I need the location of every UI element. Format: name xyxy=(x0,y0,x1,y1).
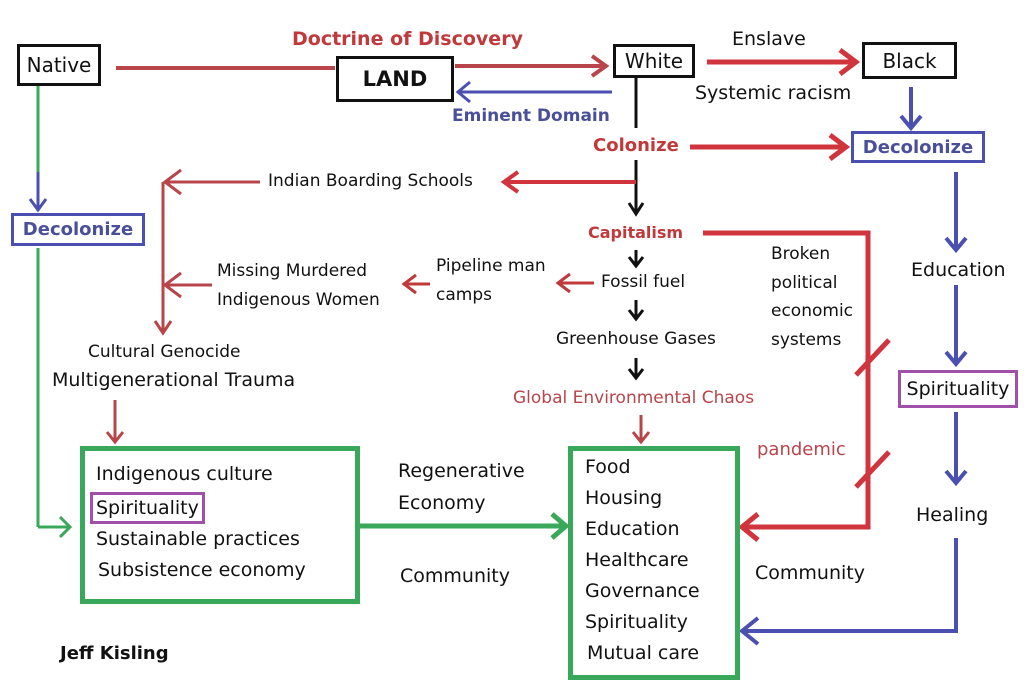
label-colonize: Colonize xyxy=(593,135,679,156)
right-box-item: Spirituality xyxy=(585,611,688,633)
right-blue-chain xyxy=(738,172,968,646)
node-white: White xyxy=(613,44,695,78)
label-mmiw-1: Missing Murdered xyxy=(217,261,368,281)
node-land-label: LAND xyxy=(362,67,428,91)
native-green-path xyxy=(36,86,73,539)
node-native-label: Native xyxy=(26,53,92,77)
white-spine xyxy=(627,78,645,381)
label-systemic-racism: Systemic racism xyxy=(695,82,852,104)
node-black-label: Black xyxy=(882,48,937,73)
label-regenerative-2: Economy xyxy=(398,492,486,514)
right-box-item: Education xyxy=(585,518,680,540)
doctrine-arrow xyxy=(116,54,610,78)
right-box xyxy=(568,446,740,680)
label-broken-2: political xyxy=(771,273,838,293)
left-box-item: Subsistence economy xyxy=(98,559,306,581)
right-box-item: Governance xyxy=(585,580,700,602)
label-pipeline-2: camps xyxy=(436,285,492,305)
node-decolonize-right-label: Decolonize xyxy=(862,136,974,158)
label-greenhouse: Greenhouse Gases xyxy=(556,329,716,349)
label-healing: Healing xyxy=(916,504,989,526)
node-land: LAND xyxy=(336,56,454,102)
left-box xyxy=(80,446,360,604)
label-chaos: Global Environmental Chaos xyxy=(513,388,755,408)
label-broken-4: systems xyxy=(771,330,842,350)
eminent-domain-arrow xyxy=(455,80,612,104)
right-box-item: Housing xyxy=(585,487,663,509)
node-decolonize-right: Decolonize xyxy=(851,131,985,163)
label-pipeline-1: Pipeline man xyxy=(436,256,546,276)
label-education: Education xyxy=(911,259,1006,281)
left-box-list: Indigenous culture Spirituality Sustaina… xyxy=(90,459,306,586)
author-credit: Jeff Kisling xyxy=(60,643,169,664)
label-capitalism: Capitalism xyxy=(588,223,684,242)
capitalism-to-box-arrow xyxy=(703,230,891,542)
label-fossil-fuel: Fossil fuel xyxy=(601,272,686,292)
chaos-to-box-arrow xyxy=(631,415,651,445)
label-mmiw-2: Indigenous Women xyxy=(217,290,380,310)
label-boarding-schools: Indian Boarding Schools xyxy=(268,171,473,191)
right-box-list: Food Housing Education Healthcare Govern… xyxy=(585,452,700,669)
label-doctrine: Doctrine of Discovery xyxy=(292,28,523,50)
regenerative-arrow xyxy=(360,512,570,540)
node-decolonize-left: Decolonize xyxy=(11,213,145,246)
label-regenerative-1: Regenerative xyxy=(398,460,525,482)
label-eminent-domain: Eminent Domain xyxy=(452,106,610,126)
node-decolonize-left-label: Decolonize xyxy=(22,219,134,240)
node-spirituality-right: Spirituality xyxy=(898,370,1018,408)
left-box-item-spirituality: Spirituality xyxy=(90,492,205,524)
fossil-to-pipeline-arrow xyxy=(401,272,594,295)
colonize-arrow xyxy=(690,133,851,161)
left-box-item: Indigenous culture xyxy=(96,463,273,485)
label-broken-3: economic xyxy=(771,301,854,321)
right-box-item: Mutual care xyxy=(587,642,700,664)
right-box-item: Food xyxy=(585,456,631,478)
node-native: Native xyxy=(17,44,101,86)
label-pandemic: pandemic xyxy=(757,439,846,460)
node-white-label: White xyxy=(624,49,684,73)
enslave-arrow xyxy=(707,48,861,76)
left-box-item: Sustainable practices xyxy=(96,528,300,550)
label-enslave: Enslave xyxy=(732,28,806,50)
label-trauma: Multigenerational Trauma xyxy=(52,369,296,391)
label-cultural-genocide: Cultural Genocide xyxy=(88,342,241,362)
node-spirituality-right-label: Spirituality xyxy=(906,378,1010,400)
label-broken-1: Broken xyxy=(771,244,831,264)
boarding-to-left-arrow xyxy=(153,168,260,336)
black-to-decolonize-arrow xyxy=(899,87,923,132)
right-box-item: Healthcare xyxy=(585,549,689,571)
left-box-item: Spirituality xyxy=(96,497,199,519)
boarding-schools-arrow xyxy=(500,170,636,194)
label-community-left: Community xyxy=(400,565,510,587)
trauma-to-box-arrow xyxy=(105,400,125,445)
node-black: Black xyxy=(862,42,957,79)
native-to-decolonize-arrow xyxy=(28,172,48,213)
label-community-right: Community xyxy=(755,562,865,584)
